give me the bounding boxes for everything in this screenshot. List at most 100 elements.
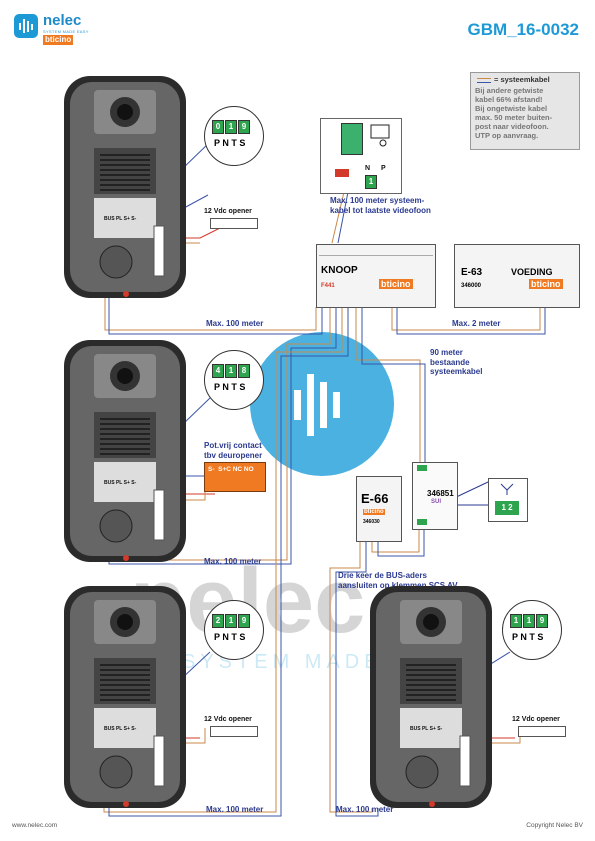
indoor-p-label: P: [381, 165, 386, 172]
panel-body: [64, 586, 186, 808]
address-digit: 4: [212, 364, 224, 378]
opener-label-1: 12 Vdc opener: [204, 208, 252, 215]
distance-label-psu: Max. 2 meter: [452, 319, 501, 328]
address-digit: 9: [238, 614, 250, 628]
sub-brand: bticino: [43, 35, 74, 45]
panel-terminal-callout: [204, 600, 264, 660]
system-cable-line-2: kabel tot laatste videofoon: [330, 205, 431, 215]
watermark-bars-icon: [294, 374, 340, 436]
panel-body: [64, 340, 186, 562]
bus-note: Drie keer de BUS-aders aansluiten op kle…: [338, 571, 459, 590]
relay-module: S- S+C NC NO: [204, 462, 266, 492]
ta-value: 1 2: [495, 501, 519, 515]
legend-label: = systeemkabel: [494, 75, 550, 84]
document-code: GBM_16-0032: [467, 20, 579, 39]
panel-bus-label: BUS PL S+ S-: [104, 216, 137, 222]
m346851-sub: SUI: [431, 499, 442, 505]
indoor-terminal-block: [341, 123, 363, 155]
address-digit: 8: [238, 364, 250, 378]
address-digit: 1: [523, 614, 535, 628]
panel-bus-label: BUS PL S+ S-: [410, 726, 443, 732]
panel-body: [64, 76, 186, 298]
footer-copyright: Copyright Nelec BV: [526, 822, 583, 829]
indoor-switch: [335, 169, 349, 177]
existing-cable-line-3: systeemkabel: [430, 367, 483, 376]
panel-terminal-callout: [204, 350, 264, 410]
existing-cable-label: 90 meter bestaande systeemkabel: [430, 348, 482, 377]
m346851-bottom-terminal: [417, 519, 427, 525]
note-line-5: post naar videofoon.: [475, 122, 549, 131]
brand-name: nelec: [43, 12, 82, 29]
knoop-name: KNOOP: [321, 265, 358, 276]
opener-label-3: 12 Vdc opener: [512, 716, 560, 723]
knoop-distributor: KNOOP F441 bticino: [316, 244, 436, 308]
knoop-top-terminals: [319, 247, 433, 256]
panel-terminal-callout: [204, 106, 264, 166]
note-line-1: Bij andere getwiste: [475, 86, 544, 95]
footer-website: www.nelec.com: [12, 822, 58, 829]
system-cable-length-label: Max. 100 meter systeem- kabel tot laatst…: [330, 196, 431, 215]
entrance-panel: [64, 340, 186, 562]
ta-terminal: 1 2: [488, 478, 528, 522]
e66-code: 346030: [363, 519, 380, 525]
system-cable-line-1: Max. 100 meter systeem-: [330, 196, 425, 205]
knoop-brand: bticino: [379, 279, 413, 289]
panel-bus-label: BUS PL S+ S-: [104, 726, 137, 732]
panel-pnts-label: P N T S: [214, 382, 246, 392]
bus-note-line-1: Drie keer de BUS-aders: [338, 571, 427, 580]
address-digit: 1: [225, 614, 237, 628]
distance-label-panel2: Max. 100 meter: [204, 557, 262, 566]
pot-contact-line-1: Pot.vrij contact: [204, 441, 262, 450]
note-line-3: Bij ongetwiste kabel: [475, 104, 548, 113]
opener-label-2: 12 Vdc opener: [204, 716, 252, 723]
note-line-4: max. 50 meter buiten-: [475, 113, 553, 122]
m346851-name: 346851: [427, 489, 454, 498]
screen-icon: [370, 124, 390, 147]
note-line-6: UTP op aanvraag.: [475, 131, 539, 140]
door-opener-2: [210, 726, 258, 737]
door-opener-3: [518, 726, 566, 737]
m346851-top-terminal: [417, 465, 427, 471]
address-digit: 9: [536, 614, 548, 628]
address-digit: 2: [212, 614, 224, 628]
entrance-panel: [64, 586, 186, 808]
pot-contact-line-2: tbv deuropener: [204, 450, 263, 460]
panel-body: [370, 586, 492, 808]
psu-code: 346000: [461, 283, 482, 289]
distance-label-panel3: Max. 100 meter: [206, 805, 264, 814]
address-digit: 9: [238, 120, 250, 134]
distance-label-panel1: Max. 100 meter: [206, 319, 264, 328]
existing-cable-line-1: 90 meter: [430, 348, 463, 357]
indoor-value: 1: [365, 175, 377, 189]
panel-pnts-label: P N T S: [512, 632, 544, 642]
panel-pnts-label: P N T S: [214, 632, 246, 642]
e66-brand: bticino: [363, 509, 385, 515]
psu-brand: bticino: [529, 279, 563, 289]
note-box: = systeemkabel Bij andere getwiste kabel…: [470, 72, 580, 150]
pot-contact-label: Pot.vrij contact tbv deuropener: [204, 441, 262, 460]
panel-pnts-label: P N T S: [214, 138, 246, 148]
relay-terminals: S- S+C NC NO: [208, 466, 254, 473]
system-cable-legend-line: [477, 78, 491, 83]
address-digit: 1: [225, 364, 237, 378]
bus-note-line-2: aansluiten op klemmen SCS AV.: [338, 580, 460, 590]
ta-icon: [500, 483, 514, 495]
knoop-code: F441: [321, 283, 335, 289]
psu-name: E-63: [461, 267, 483, 278]
e66-name: E-66: [361, 491, 389, 506]
note-line-2: kabel 66% afstand!: [475, 95, 543, 104]
brand-tagline: SYSTEM MADE EASY: [43, 29, 89, 34]
nelec-logo-icon: [14, 14, 38, 38]
distance-label-panel4: Max. 100 meter: [336, 805, 394, 814]
address-digit: 0: [212, 120, 224, 134]
module-346851: 346851 SUI: [412, 462, 458, 530]
nelec-logo: nelec SYSTEM MADE EASY bticino: [14, 12, 124, 46]
entrance-panel: [64, 76, 186, 298]
e66-module: E-66 bticino 346030: [356, 476, 402, 542]
door-opener-1: [210, 218, 258, 229]
address-digit: 1: [510, 614, 522, 628]
